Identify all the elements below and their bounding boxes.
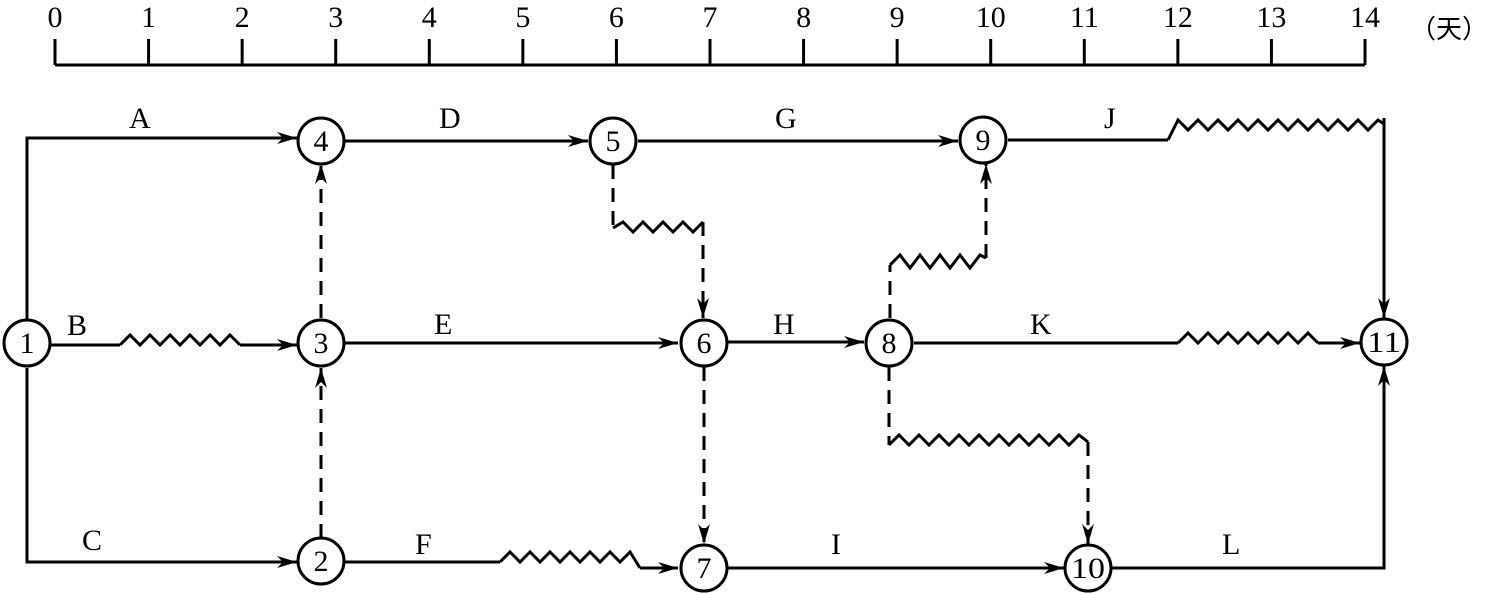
node-10-label: 10 [1071, 552, 1105, 585]
time-tick-label-7: 7 [703, 1, 718, 34]
time-tick-label-10: 10 [976, 1, 1006, 34]
node-4-label: 4 [314, 125, 329, 158]
dummy-wave-5-6 [612, 219, 705, 235]
node-9: 9 [958, 115, 1008, 165]
node-1-circle [2, 318, 52, 368]
activity-labels: A B C D E F G H I J K L [67, 102, 1240, 561]
event-nodes: 1 2 3 4 5 6 7 8 [2, 115, 1409, 593]
time-tick-label-11: 11 [1070, 1, 1099, 34]
node-8-label: 8 [882, 327, 897, 360]
node-7-label: 7 [697, 552, 712, 585]
activity-label-c: C [82, 524, 102, 557]
activity-label-k: K [1030, 308, 1052, 341]
time-tick-label-13: 13 [1256, 1, 1286, 34]
node-8: 8 [864, 318, 914, 368]
time-tick-label-8: 8 [796, 1, 811, 34]
node-9-label: 9 [976, 124, 991, 157]
node-1: 1 [2, 318, 52, 368]
node-3-label: 3 [314, 327, 329, 360]
dummy-activities [315, 164, 1094, 544]
node-4: 4 [296, 116, 346, 166]
activity-label-b: B [67, 309, 87, 342]
node-3: 3 [296, 318, 346, 368]
node-8-circle [864, 318, 914, 368]
time-unit-label: （天） [1410, 15, 1488, 45]
node-7: 7 [679, 543, 729, 593]
activity-label-a: A [129, 102, 151, 135]
time-tick-label-12: 12 [1163, 1, 1193, 34]
node-11-circle [1359, 317, 1409, 367]
activity-label-g: G [775, 102, 797, 135]
activity-label-i: I [831, 528, 841, 561]
activity-arrow-c [25, 368, 297, 568]
activity-label-h: H [773, 308, 795, 341]
node-2: 2 [296, 536, 346, 586]
time-tick-label-9: 9 [890, 1, 905, 34]
node-5-label: 5 [606, 125, 621, 158]
node-11-label: 11 [1367, 326, 1401, 359]
node-2-circle [296, 536, 346, 586]
free-float-wave-b [118, 332, 242, 348]
activity-label-l: L [1222, 528, 1240, 561]
time-tick-label-3: 3 [328, 1, 343, 34]
node-9-circle [958, 115, 1008, 165]
node-4-circle [296, 116, 346, 166]
activity-arrow-l [1112, 366, 1390, 570]
node-6-circle [679, 318, 729, 368]
time-tick-label-5: 5 [515, 1, 530, 34]
node-10: 10 [1063, 543, 1113, 593]
dummy-wave-8-9 [888, 252, 987, 271]
free-float-wave-j [1166, 117, 1385, 141]
free-float-wave-k [1176, 330, 1320, 346]
node-11: 11 [1359, 317, 1409, 367]
activity-label-e: E [434, 308, 452, 341]
node-7-circle [679, 543, 729, 593]
node-5-circle [588, 116, 638, 166]
node-6-label: 6 [697, 327, 712, 360]
activity-label-f: F [415, 528, 432, 561]
node-10-circle [1063, 543, 1113, 593]
node-6: 6 [679, 318, 729, 368]
node-5: 5 [588, 116, 638, 166]
activity-arrows [25, 117, 1390, 574]
node-1-label: 1 [20, 327, 35, 360]
activity-label-j: J [1104, 102, 1116, 135]
node-3-circle [296, 318, 346, 368]
free-float-wave-f [498, 549, 642, 569]
time-tick-label-14: 14 [1350, 1, 1380, 34]
time-tick-label-2: 2 [235, 1, 250, 34]
time-tick-label-6: 6 [609, 1, 624, 34]
time-tick-label-1: 1 [141, 1, 156, 34]
time-tick-label-4: 4 [422, 1, 437, 34]
activity-label-d: D [439, 102, 461, 135]
dummy-wave-8-10 [887, 432, 1089, 448]
node-2-label: 2 [314, 545, 329, 578]
activity-arrow-a [25, 132, 297, 320]
time-tick-label-0: 0 [48, 1, 63, 34]
